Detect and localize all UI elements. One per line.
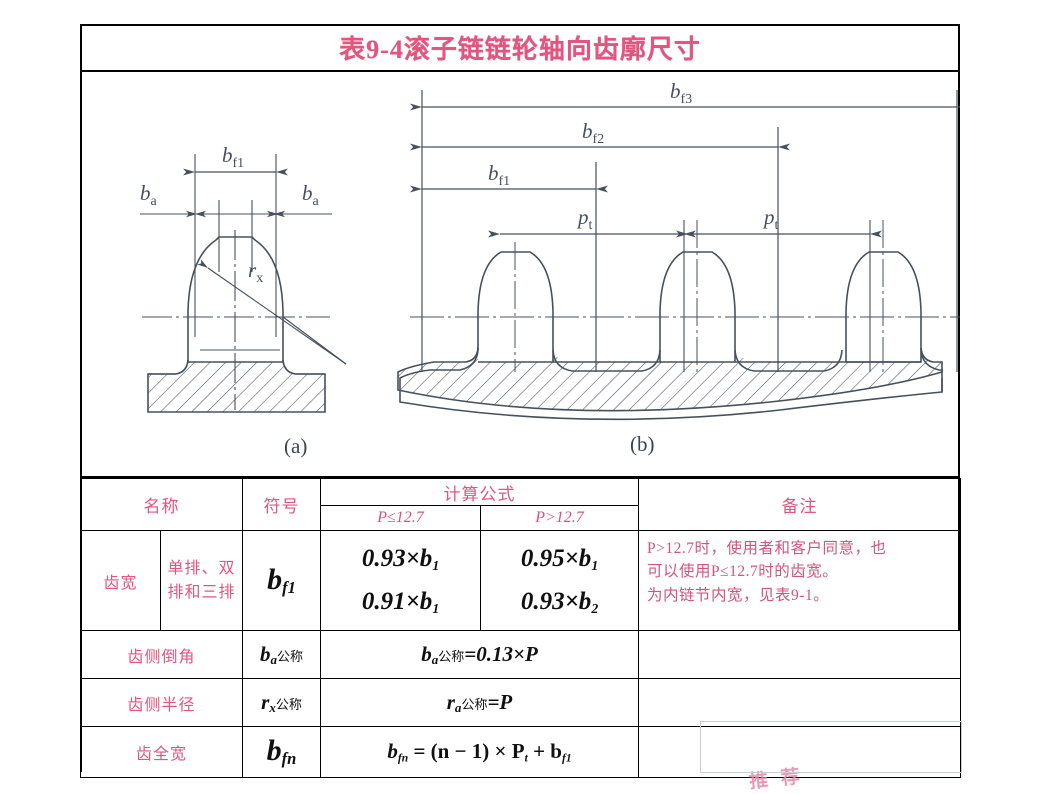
header-name: 名称 [80, 478, 243, 531]
table-row: 齿侧半径 rx公称 ra公称=P [80, 678, 961, 727]
label-bf3: bf3 [670, 79, 692, 107]
label-ba-right: ba [302, 181, 320, 209]
table-title-row: 表9-4滚子链链轮轴向齿廓尺寸 [80, 24, 960, 72]
row-subname-rows: 单排、双排和三排 [160, 530, 243, 631]
row-remark-bf1: P>12.7时，使用者和客户同意，也 可以使用P≤12.7时的齿宽。 为内链节内… [638, 530, 961, 631]
remark-line-2: 可以使用P≤12.7时的齿宽。 [647, 563, 839, 581]
label-bf1-b: bf1 [488, 161, 510, 189]
row-formula-le-bf1: 0.93×b1 0.91×b1 [320, 530, 481, 631]
row-symbol-bf1: bf1 [242, 530, 321, 631]
table-row: 齿全宽 bfn bfn = (n − 1) × Pt + bf1 推 荐 [80, 726, 961, 793]
remark-line-1: P>12.7时，使用者和客户同意，也 [647, 540, 887, 557]
label-rx: rx [248, 258, 263, 286]
header-formula: 计算公式 [320, 478, 639, 506]
page-title: 表9-4滚子链链轮轴向齿廓尺寸 [339, 34, 701, 64]
table-row: 齿侧倒角 ba公称 ba公称=0.13×P [80, 630, 961, 679]
row-name-toothwidth: 齿宽 [80, 530, 161, 631]
row-formula-rx: ra公称=P [320, 678, 639, 727]
table-row: 齿宽 单排、双排和三排 bf1 0.93×b1 0.91×b1 0.95×b1 [80, 530, 961, 631]
sprocket-tooth-profile-drawing: bf1 ba ba rx bf3 bf2 bf1 pt pt [140, 79, 960, 421]
row-remark-ba [638, 630, 961, 679]
table-header-row-2: P≤12.7 P>12.7 [81, 505, 961, 531]
row-formula-ba: ba公称=0.13×P [320, 630, 639, 679]
label-ba-left: ba [140, 181, 158, 209]
remark-line-3: 为内链节内宽，见表9-1。 [647, 586, 830, 604]
header-symbol: 符号 [242, 478, 321, 531]
figure-label-a: (a) [284, 434, 308, 458]
outer-frame [80, 24, 960, 772]
header-formula-gt: P>12.7 [480, 505, 639, 531]
table-header-row-1: 名称 符号 计算公式 备注 [80, 478, 961, 531]
row-name-radius: 齿侧半径 [80, 678, 243, 727]
handwritten-annotation: 推 荐 [748, 766, 805, 793]
row-remark-rx [638, 678, 961, 727]
figure-label-b: (b) [630, 432, 655, 456]
row-symbol-ba: ba公称 [242, 630, 321, 679]
label-pt-left: pt [576, 205, 593, 233]
spec-table-wrap: 名称 符号 计算公式 备注 P≤12.7 [80, 478, 961, 793]
row-name-chamfer: 齿侧倒角 [80, 630, 243, 679]
label-bf2: bf2 [582, 119, 604, 147]
row-symbol-bfn: bfn [242, 726, 321, 778]
row-formula-gt-bf1: 0.95×b1 0.93×b2 [480, 530, 639, 631]
label-pt-right: pt [762, 205, 779, 233]
row-formula-bfn: bfn = (n − 1) × Pt + bf1 [320, 726, 639, 778]
label-bf1-a: bf1 [222, 143, 244, 171]
row-remark-bfn: 推 荐 [638, 726, 961, 793]
header-remark: 备注 [638, 478, 961, 531]
slide-page: 表9-4滚子链链轮轴向齿廓尺寸 [80, 24, 962, 793]
row-symbol-rx: rx公称 [242, 678, 321, 727]
row-name-fullwidth: 齿全宽 [80, 726, 243, 778]
figure-area: bf1 ba ba rx bf3 bf2 bf1 pt pt (a) (b) [80, 72, 960, 478]
spec-table: 名称 符号 计算公式 备注 P≤12.7 [80, 478, 961, 793]
header-formula-le: P≤12.7 [320, 505, 481, 531]
